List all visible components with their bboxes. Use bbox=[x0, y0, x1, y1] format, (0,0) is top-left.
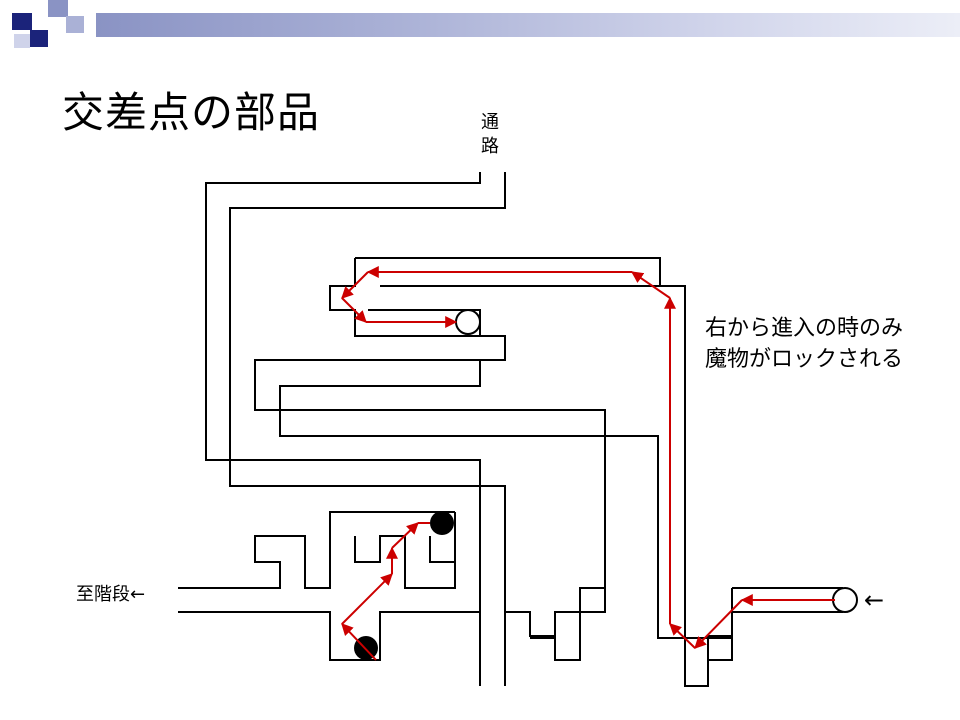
open-circle-upper bbox=[455, 309, 481, 335]
wall-right-connector bbox=[707, 588, 733, 660]
wall-lower-right bbox=[505, 611, 581, 661]
deco-square-navy-2 bbox=[30, 30, 48, 47]
deco-square-light-1 bbox=[48, 0, 68, 17]
route-seg-7 bbox=[341, 271, 369, 299]
wall-middle-zigzag-b bbox=[279, 360, 606, 639]
route-seg-3 bbox=[669, 623, 696, 649]
route-seg-5 bbox=[631, 271, 671, 299]
wall-lower-inner bbox=[354, 512, 456, 589]
deco-square-light-2 bbox=[66, 16, 84, 33]
passage-label-char-2: 路 bbox=[481, 136, 499, 157]
open-circle-right-entry bbox=[832, 587, 858, 613]
route-seg-2 bbox=[694, 599, 743, 649]
filled-circle-upper bbox=[430, 511, 454, 535]
decorative-squares bbox=[12, 0, 84, 48]
wall-stairs-bottom bbox=[178, 611, 480, 661]
wall-lower-middle bbox=[429, 536, 455, 563]
deco-square-navy-1 bbox=[12, 13, 32, 30]
route-seg-10 bbox=[341, 623, 377, 661]
wall-lower-right-b bbox=[579, 587, 605, 612]
wall-passage-left bbox=[205, 172, 481, 686]
route-seg-13 bbox=[391, 522, 419, 549]
stairs-label: 至階段← bbox=[76, 584, 145, 605]
red-route bbox=[341, 266, 835, 661]
wall-right-entry bbox=[684, 612, 733, 687]
deco-square-light-3 bbox=[14, 34, 30, 48]
route-seg-11 bbox=[341, 573, 393, 625]
wall-passage-right bbox=[229, 172, 506, 686]
wall-stairs-top bbox=[178, 511, 455, 589]
top-gradient-band bbox=[96, 13, 960, 37]
entry-arrow: ← bbox=[864, 586, 884, 614]
passage-label-char-1: 通 bbox=[481, 112, 499, 133]
route-seg-8 bbox=[341, 297, 367, 323]
note-line-1: 右から進入の時のみ bbox=[705, 316, 903, 341]
page-title: 交差点の部品 bbox=[62, 88, 321, 137]
walls bbox=[178, 172, 843, 687]
note-line-2: 魔物がロックされる bbox=[705, 347, 903, 372]
